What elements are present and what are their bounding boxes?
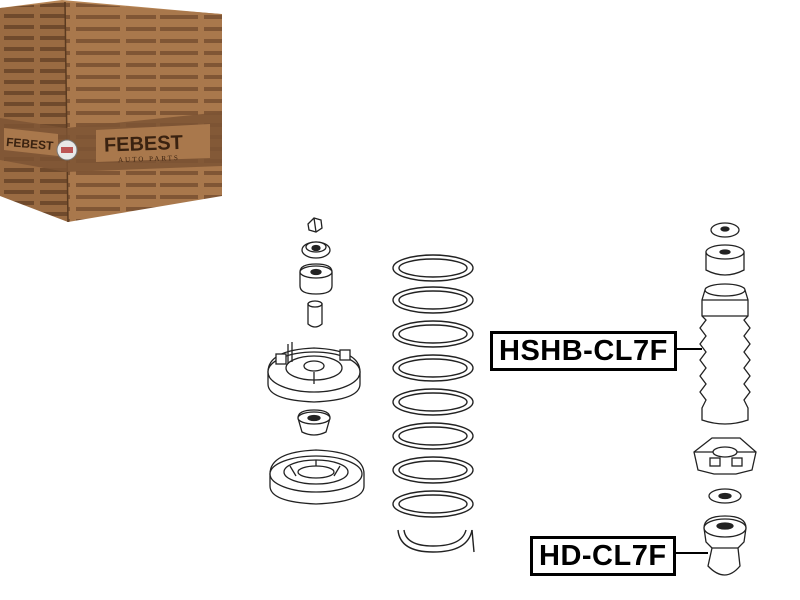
top-bushing-part — [705, 244, 745, 276]
box-front-face — [0, 2, 68, 222]
spacer-part — [297, 409, 331, 436]
upper-mount-assembly — [267, 217, 365, 505]
part-label-hd-cl7f: HD-CL7F — [530, 536, 676, 576]
box-brand-logo-left: FEBEST — [6, 135, 55, 153]
nut-part — [307, 217, 323, 233]
mount-plate-part — [267, 342, 361, 403]
bearing-part — [269, 449, 365, 505]
coil-spring-part — [392, 254, 475, 553]
bracket-part — [693, 437, 757, 475]
box-side-face — [65, 2, 222, 222]
bushing-part — [299, 263, 333, 295]
bump-stop-part — [703, 515, 747, 576]
collar-part — [307, 300, 323, 328]
top-washer-part — [710, 222, 740, 238]
product-box: FEBEST AUTO PARTS FEBEST — [0, 0, 222, 223]
dust-boot-part — [699, 283, 751, 425]
box-brand-logo: FEBEST — [104, 132, 184, 157]
part-label-hshb-cl7f: HSHB-CL7F — [490, 331, 677, 371]
spacer-washer-part — [708, 488, 742, 504]
right-column-parts — [693, 222, 757, 576]
washer-part — [301, 241, 331, 259]
box-brand-subtitle: AUTO PARTS — [118, 154, 180, 164]
